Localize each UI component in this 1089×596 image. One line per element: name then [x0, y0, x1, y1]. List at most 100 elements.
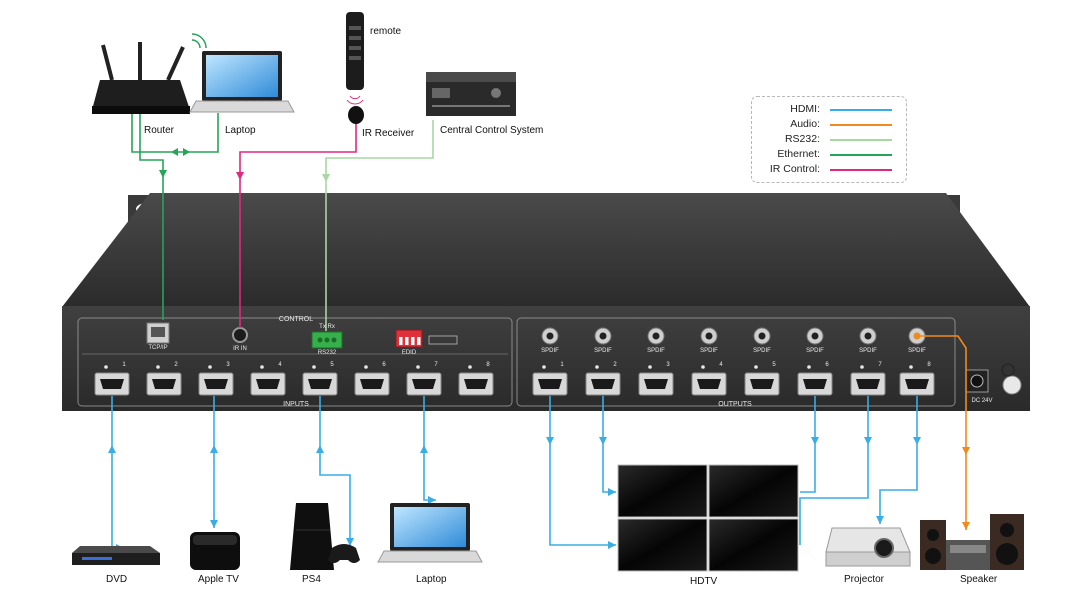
hdmi-cable-laptop — [423, 396, 436, 501]
hdmi-output-port-3[interactable] — [638, 365, 674, 396]
apple-tv-label: Apple TV — [198, 574, 239, 585]
ir-receiver-label: IR Receiver — [362, 128, 415, 139]
rs232-label: RS232 — [317, 350, 337, 356]
chassis-top — [62, 193, 1030, 307]
spdif-jack-1[interactable] — [541, 327, 559, 345]
legend-label: IR Control: — [769, 163, 820, 175]
hdmi-output-port-2[interactable] — [585, 365, 621, 396]
hdmi-output-port-8[interactable] — [899, 365, 935, 396]
legend-label: HDMI: — [790, 103, 820, 115]
spdif-jack-2[interactable] — [594, 327, 612, 345]
ir-cable — [239, 122, 357, 328]
legend-item-ir-control: IR Control: — [752, 163, 906, 176]
laptop-top-label: Laptop — [225, 125, 256, 136]
input-port-number: 7 — [434, 362, 438, 368]
legend-item-ethernet: Ethernet: — [752, 148, 906, 161]
hdmi-input-port-1[interactable] — [94, 365, 130, 396]
hdmi-input-port-4[interactable] — [250, 365, 286, 396]
hdtv-label: HDTV — [690, 576, 718, 587]
central-control-label: Central Control System — [440, 125, 544, 136]
spdif-jack-5[interactable] — [753, 327, 771, 345]
legend-label: Ethernet: — [777, 148, 820, 160]
hdmi-input-port-8[interactable] — [458, 365, 494, 396]
hdmi-output-port-6[interactable] — [797, 365, 833, 396]
ir-in-label: IR IN — [233, 346, 247, 352]
legend-swatch — [830, 139, 892, 141]
output-port-number: 2 — [613, 362, 617, 368]
output-port-number: 4 — [719, 362, 723, 368]
hdmi-input-port-7[interactable] — [406, 365, 442, 396]
output-port-number: 5 — [772, 362, 776, 368]
legend-item-hdmi: HDMI: — [752, 103, 906, 116]
speaker-label: Speaker — [960, 574, 998, 585]
hdmi-output-port-7[interactable] — [850, 365, 886, 396]
legend-swatch — [830, 169, 892, 171]
rs232-cable — [325, 120, 434, 331]
hdmi-output-port-5[interactable] — [744, 365, 780, 396]
spdif-label: SPDIF — [541, 348, 559, 354]
input-port-number: 8 — [486, 362, 490, 368]
ground-screw — [1002, 375, 1022, 395]
cables — [131, 113, 970, 530]
hdtv-screen-4 — [708, 518, 799, 572]
spdif-jack-6[interactable] — [806, 327, 824, 345]
outputs-label: OUTPUTS — [718, 401, 752, 408]
output-port-number: 6 — [825, 362, 829, 368]
hdmi-input-port-2[interactable] — [146, 365, 182, 396]
legend-item-rs232: RS232: — [752, 133, 906, 146]
router-device — [92, 33, 207, 114]
hdmi-input-port-6[interactable] — [354, 365, 390, 396]
remote-device — [346, 12, 364, 105]
spdif-label: SPDIF — [700, 348, 718, 354]
ir-in-jack[interactable] — [232, 327, 248, 343]
hdmi-cable-ps4 — [319, 396, 351, 546]
router-label: Router — [144, 125, 175, 136]
spdif-jack-7[interactable] — [859, 327, 877, 345]
spdif-label: SPDIF — [647, 348, 665, 354]
legend-item-audio: Audio: — [752, 118, 906, 131]
legend: HDMI: Audio: RS232: Ethernet: IR Control… — [751, 96, 907, 183]
hdtv-screen-3 — [617, 518, 708, 572]
hdmi-cable-out6 — [800, 396, 816, 493]
tcpip-label: TCP/IP — [148, 345, 168, 351]
remote-label: remote — [370, 26, 402, 37]
output-panel-frame — [516, 317, 956, 407]
spdif-label: SPDIF — [753, 348, 771, 354]
hdmi-input-port-3[interactable] — [198, 365, 234, 396]
ps4-device — [290, 503, 360, 570]
speaker-device — [920, 514, 1024, 570]
wifi-icon — [191, 33, 207, 49]
spdif-jack-4[interactable] — [700, 327, 718, 345]
hdmi-cable-dvd — [111, 396, 124, 549]
hdmi-output-ports — [532, 365, 935, 396]
edid-label: EDID — [401, 350, 417, 356]
input-port-number: 3 — [226, 362, 230, 368]
projector-device — [825, 527, 911, 567]
hdmi-cable-projector — [879, 396, 918, 524]
control-label: CONTROL — [278, 316, 314, 323]
hdmi-output-port-1[interactable] — [532, 365, 568, 396]
dvd-label: DVD — [106, 574, 128, 585]
inputs-label: INPUTS — [283, 401, 309, 408]
laptop-bottom-device — [377, 503, 483, 563]
ir-receiver-device — [348, 106, 364, 124]
hdmi-output-port-4[interactable] — [691, 365, 727, 396]
hdmi-cable-out7 — [799, 396, 869, 545]
legend-swatch — [830, 109, 892, 111]
dvd-device — [72, 546, 160, 565]
input-port-number: 2 — [174, 362, 178, 368]
spdif-jack-3[interactable] — [647, 327, 665, 345]
output-port-number: 3 — [666, 362, 670, 368]
projector-label: Projector — [844, 574, 885, 585]
audio-cable — [916, 335, 967, 530]
txrx-label: Tx Rx — [319, 324, 335, 330]
hdmi-input-ports — [94, 365, 494, 396]
legend-swatch — [830, 154, 892, 156]
hdmi-cables — [108, 396, 921, 552]
hdtv-screen-2 — [708, 464, 799, 518]
ground-icon — [1001, 363, 1015, 377]
hdmi-input-port-5[interactable] — [302, 365, 338, 396]
hdtv-screen-1 — [617, 464, 708, 518]
